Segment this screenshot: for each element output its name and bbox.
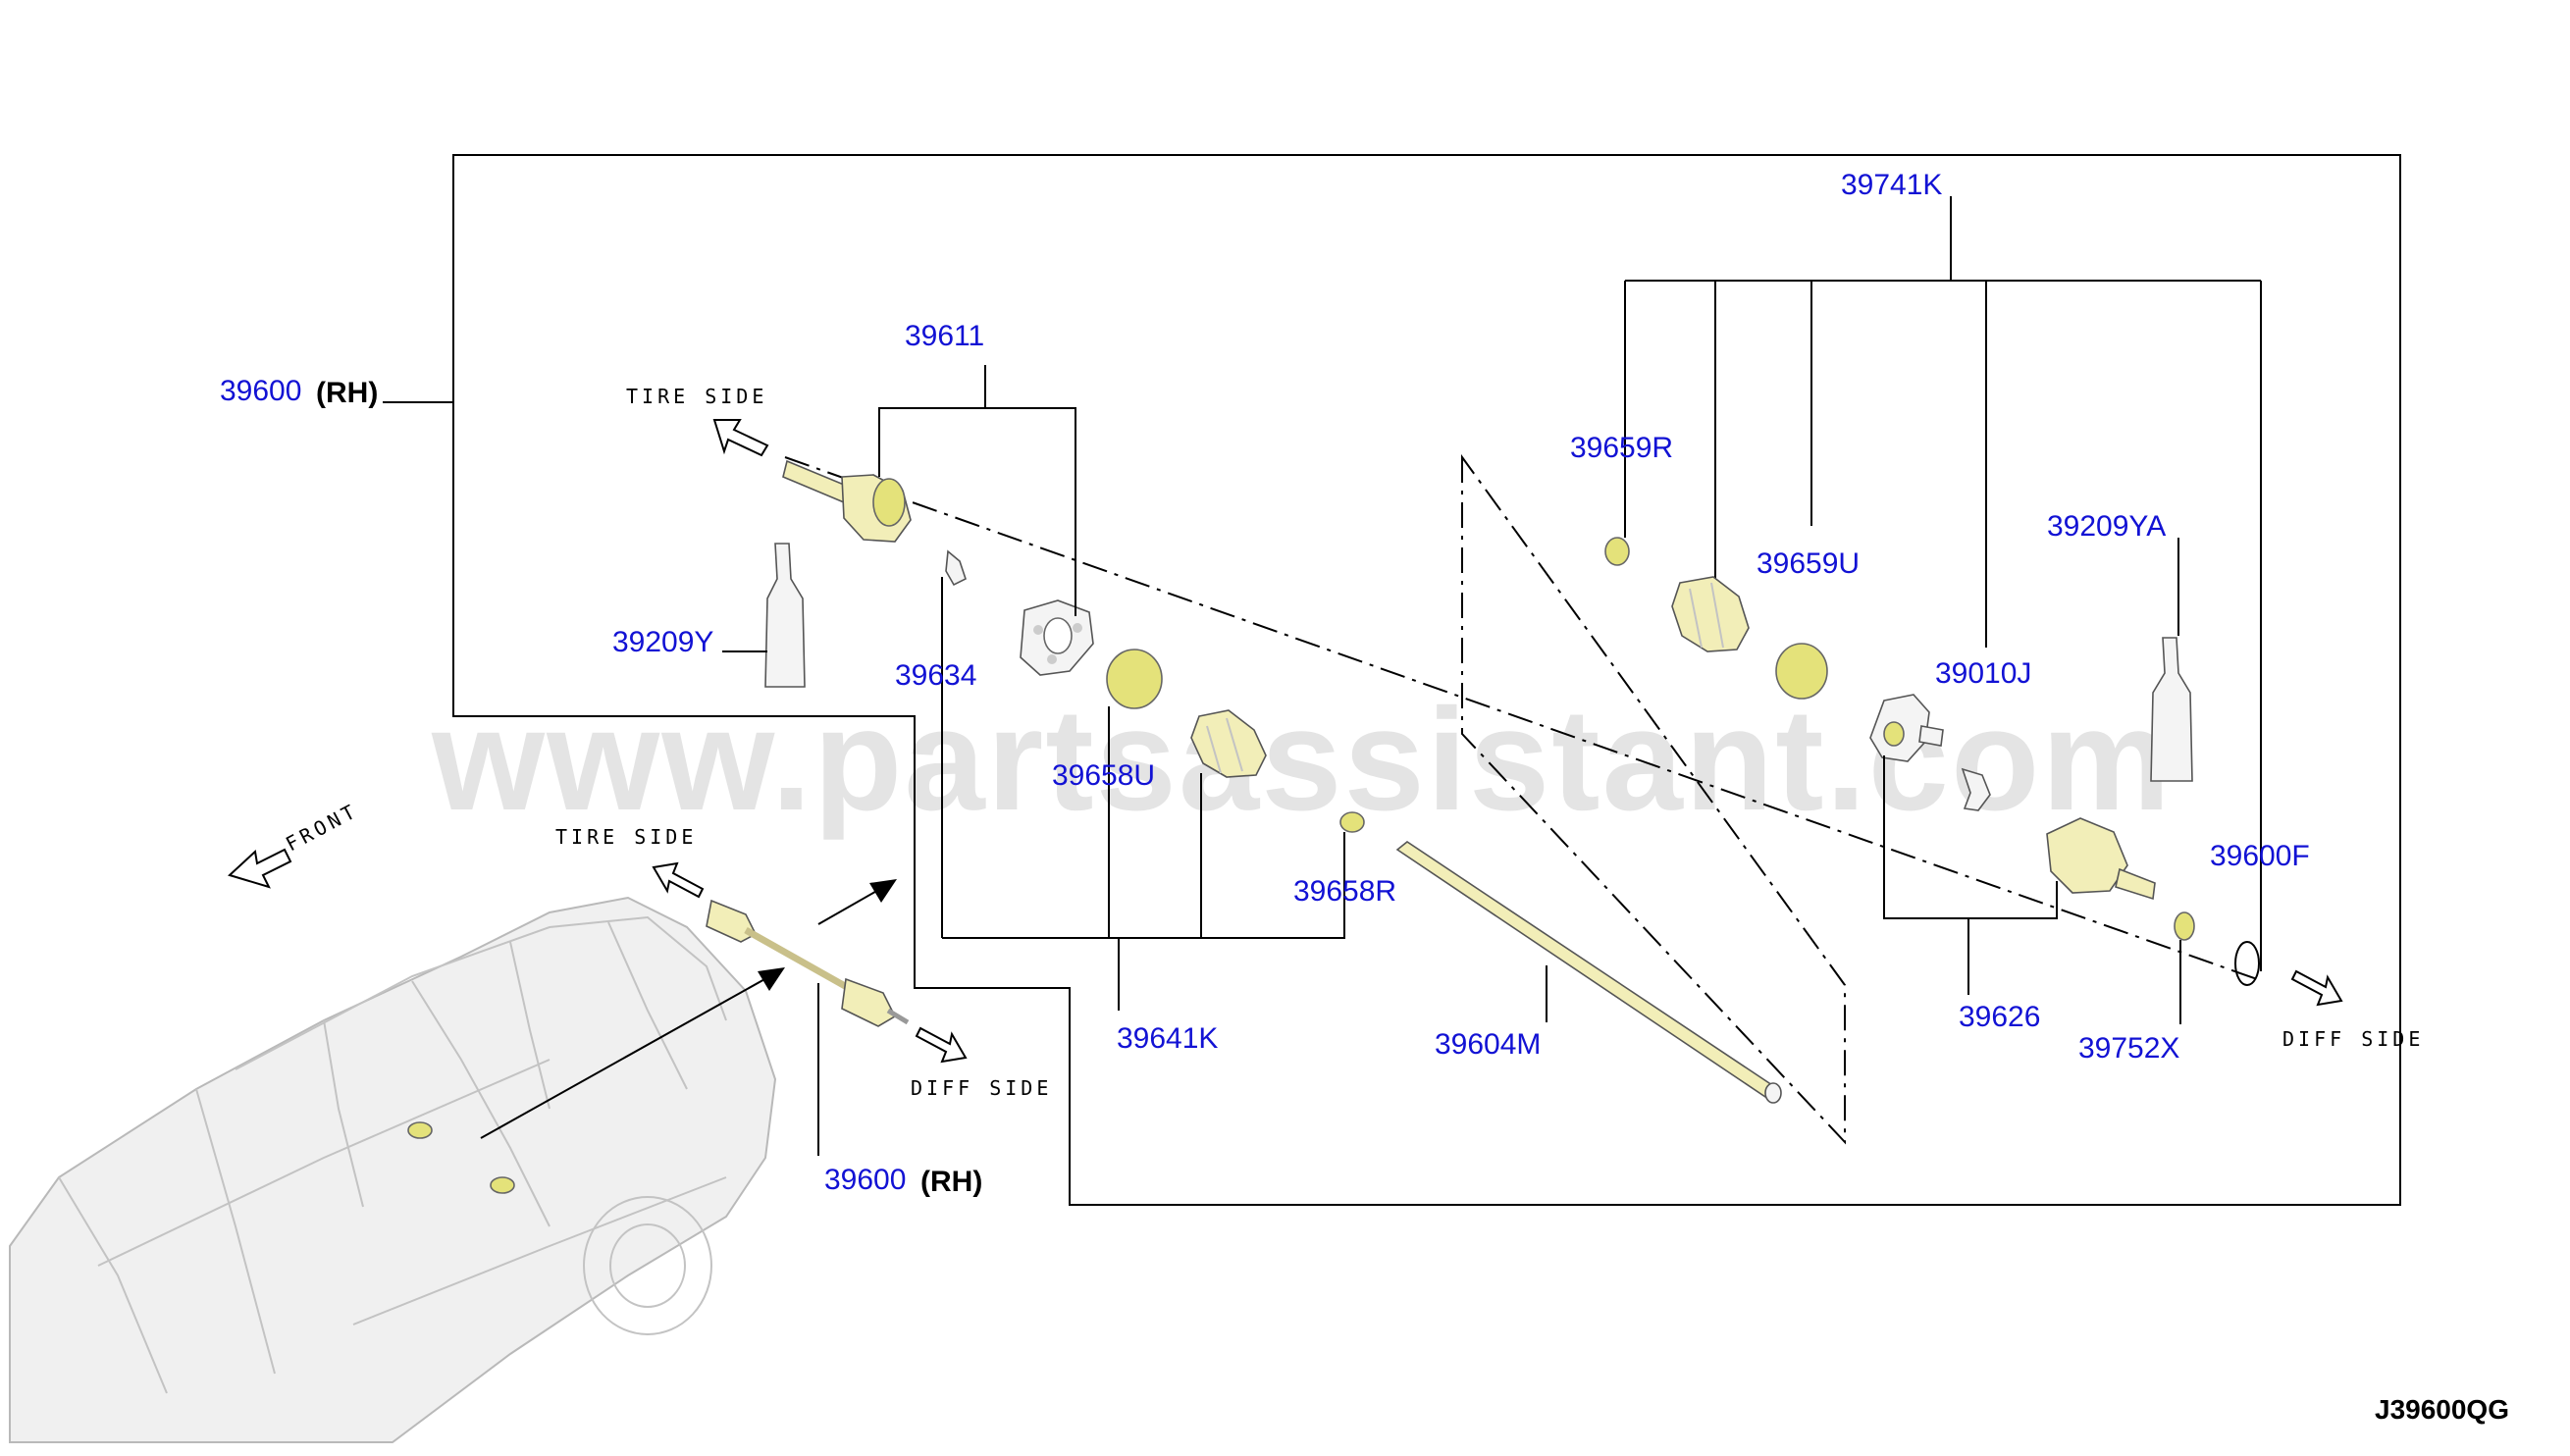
part-number-39741K: 39741K [1841, 169, 1942, 201]
inset-tire-side-label: TIRE SIDE [555, 825, 697, 849]
inset-tire-side-arrow-icon [652, 861, 705, 899]
part-number-39658U: 39658U [1052, 759, 1155, 792]
inset-diff-side-arrow-icon [915, 1026, 968, 1064]
circlip-39634 [945, 549, 967, 587]
side-qualifier-main: (RH) [316, 377, 378, 409]
circlip-39600F [2234, 941, 2260, 986]
diff-side-arrow-icon [2290, 969, 2343, 1007]
watermark-text: www.partsassistant.com [431, 679, 2173, 841]
part-number-39010J: 39010J [1935, 657, 2031, 690]
front-label: FRONT [282, 799, 362, 857]
part-number-39626: 39626 [1959, 1001, 2040, 1033]
part-number-39752X: 39752X [2078, 1032, 2179, 1065]
part-number-39634: 39634 [895, 659, 976, 692]
seal-39752X [2174, 911, 2195, 941]
part-number-39600F: 39600F [2210, 840, 2310, 872]
part-number-39659R: 39659R [1570, 432, 1673, 464]
tire-side-arrow-icon [712, 419, 769, 457]
boot-39641K [1190, 709, 1267, 778]
tire-side-label: TIRE SIDE [626, 385, 767, 408]
boot-band-39658U [1106, 649, 1163, 709]
diagram-code: J39600QG [2375, 1394, 2509, 1425]
snap-ring [1961, 767, 1991, 811]
boot-band-39659U [1775, 643, 1828, 700]
inset-driveshaft [706, 899, 910, 1027]
inset-diff-side-label: DIFF SIDE [911, 1076, 1052, 1100]
spider-39010J [1869, 694, 1944, 762]
shaft-39604M [1395, 841, 1782, 1104]
part-number-39209YA: 39209YA [2047, 510, 2166, 543]
grease-bottle-39209Y [764, 543, 806, 688]
bracket-39626 [1883, 755, 2058, 919]
part-number-39604M: 39604M [1435, 1028, 1541, 1061]
joint-housing-39611 [1020, 599, 1094, 676]
pointer-arrow-vehicle [480, 972, 776, 1139]
part-number-39611: 39611 [905, 320, 984, 352]
inner-kit-outline [1461, 453, 1846, 1145]
inner-boot-39741K [1671, 576, 1750, 652]
part-number-39209Y: 39209Y [612, 626, 713, 658]
grease-bottle-39209YA [2150, 637, 2193, 782]
assembly-axis-line [784, 456, 2258, 980]
diff-side-label: DIFF SIDE [2282, 1027, 2424, 1051]
part-number-39658R: 39658R [1293, 875, 1396, 908]
boot-band-39659R [1604, 537, 1630, 566]
vehicle-illustration [9, 896, 777, 1443]
part-number-39600-inset: 39600 [824, 1164, 906, 1196]
pointer-arrowhead-upper [869, 879, 897, 903]
pointer-arrowhead-vehicle [758, 967, 785, 991]
boot-band-39658R [1339, 811, 1365, 833]
bracket-39641K [942, 832, 1345, 939]
housing-39626 [2046, 817, 2156, 901]
bracket-39611 [878, 407, 1076, 616]
outer-cv-joint [782, 459, 912, 543]
vehicle-shaft-inner-marker [490, 1176, 515, 1194]
part-number-39641K: 39641K [1117, 1022, 1218, 1055]
vehicle-shaft-outer-marker [407, 1121, 433, 1139]
assembly-frame [452, 154, 2401, 1206]
part-number-39659U: 39659U [1757, 547, 1860, 580]
part-number-39600-main: 39600 [220, 375, 301, 407]
side-qualifier-inset: (RH) [920, 1166, 982, 1198]
front-arrow-icon [228, 848, 292, 889]
